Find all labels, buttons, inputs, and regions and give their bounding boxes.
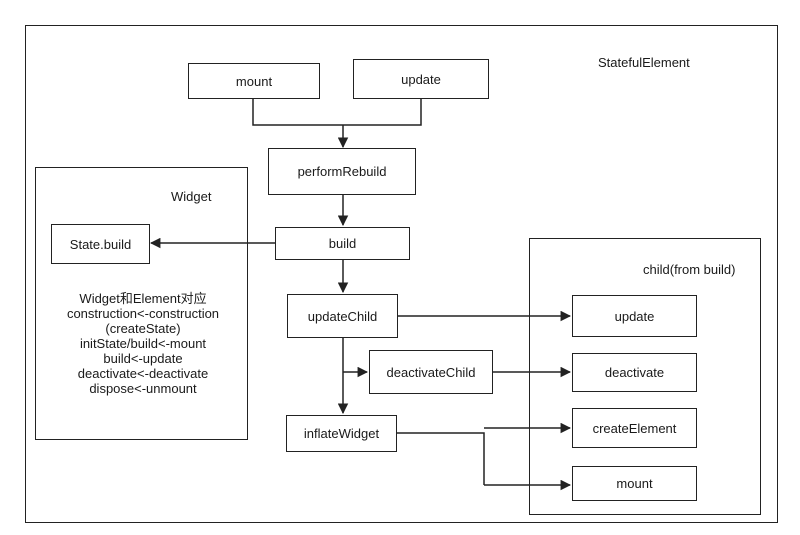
child-deactivate-node: deactivate — [572, 353, 697, 392]
update-node: update — [353, 59, 489, 99]
widget-note-line: initState/build<-mount — [79, 336, 207, 351]
stateful-element-frame — [25, 25, 778, 523]
widget-note-line: construction<-construction — [66, 306, 220, 321]
widget-note-line: (createState) — [105, 321, 181, 336]
update-child-node: updateChild — [287, 294, 398, 338]
mount-node: mount — [188, 63, 320, 99]
widget-note-line: deactivate<-deactivate — [77, 366, 209, 381]
deactivate-child-node: deactivateChild — [369, 350, 493, 394]
widget-note-line: build<-update — [103, 351, 183, 366]
perform-rebuild-node: performRebuild — [268, 148, 416, 195]
state-build-node: State.build — [51, 224, 150, 264]
build-node: build — [275, 227, 410, 260]
child-update-node: update — [572, 295, 697, 337]
widget-label: Widget — [171, 189, 212, 204]
inflate-widget-node: inflateWidget — [286, 415, 397, 452]
widget-notes: Widget和Element对应 construction<-construct… — [48, 291, 238, 396]
widget-frame — [35, 167, 248, 440]
child-frame — [529, 238, 761, 515]
widget-note-line: Widget和Element对应 — [79, 291, 207, 306]
stateful-element-label: StatefulElement — [598, 55, 690, 70]
widget-note-line: dispose<-unmount — [89, 381, 197, 396]
connector-mount-merge — [252, 99, 343, 126]
child-label: child(from build) — [643, 262, 736, 277]
child-create-element-node: createElement — [572, 408, 697, 448]
child-mount-node: mount — [572, 466, 697, 501]
connector-inflate-branch — [397, 432, 485, 485]
connector-update-merge — [343, 99, 422, 126]
